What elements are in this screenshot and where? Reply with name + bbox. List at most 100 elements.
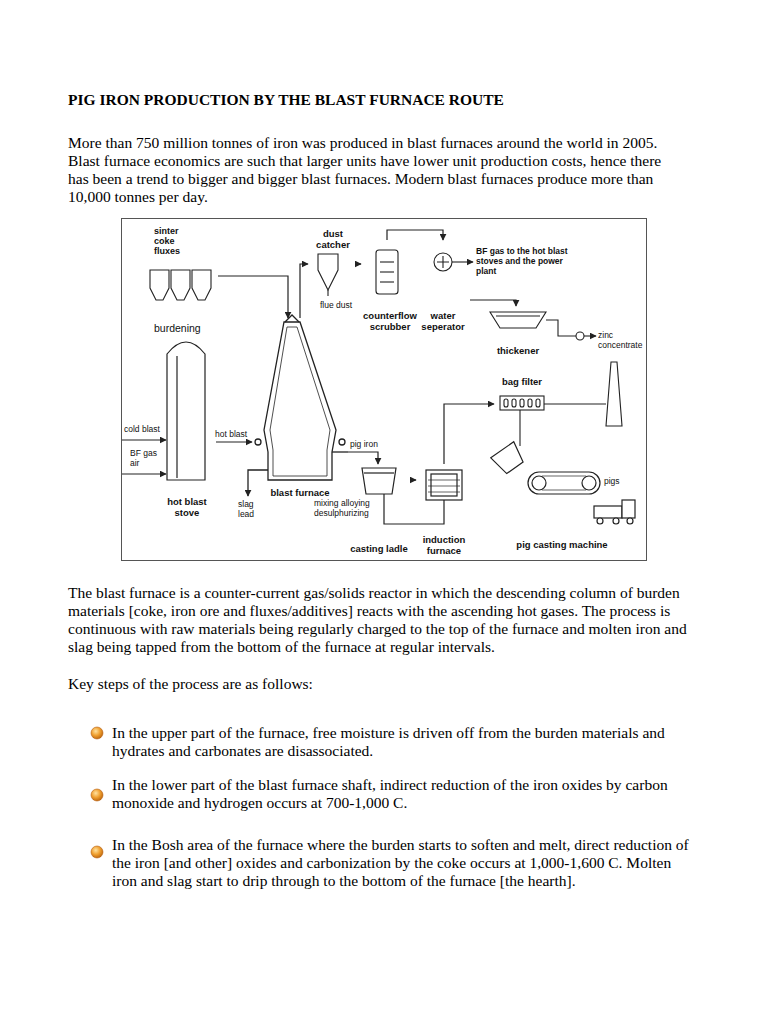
blast-furnace-shell-part — [264, 322, 336, 480]
equipment-node: pig casting machine — [486, 440, 638, 550]
pig-casting-machine-figure-part — [622, 500, 635, 518]
thickener-tank-part — [584, 335, 596, 336]
pig-casting-machine-figure-part — [528, 472, 600, 494]
hot-blast-stove-body-part — [122, 473, 166, 474]
bullet-icons-part — [91, 789, 103, 801]
pig-casting-machine-figure-part — [491, 442, 527, 476]
blast-furnace-shell-part — [332, 451, 348, 452]
scrubber-vessel-part — [380, 261, 394, 262]
flow-connector — [216, 441, 252, 442]
bullet-icons — [91, 727, 103, 858]
diagram-frame — [122, 219, 647, 561]
pig-casting-machine-figure-part — [542, 476, 586, 490]
blast-furnace-shell-part — [270, 327, 330, 476]
flow-connector — [218, 276, 288, 318]
induction-furnace-vessel-part — [431, 474, 457, 496]
equipment-node: counterflow scrubber — [361, 240, 419, 332]
stream-label: cold blast — [124, 424, 168, 434]
stream-label: flue dust — [314, 300, 358, 310]
blast-furnace-shell-part — [255, 439, 261, 445]
page-title: PIG IRON PRODUCTION BY THE BLAST FURNACE… — [68, 91, 504, 109]
chimney-stack — [606, 362, 622, 426]
induction-furnace-vessel — [426, 470, 462, 500]
water-separator — [434, 253, 473, 271]
chimney-stack-part — [606, 362, 622, 426]
pig-casting-machine-figure-part — [613, 518, 619, 524]
water-separator-part — [437, 256, 449, 268]
equipment-node: sinter coke fluxesburdening — [146, 226, 218, 334]
flow-connector — [470, 300, 516, 306]
flow-connector — [358, 263, 361, 264]
stream-label: slag lead — [238, 499, 262, 519]
equipment-node: dust catcher — [308, 228, 358, 292]
equipment-label: thickener — [497, 345, 539, 356]
equipment-node: blast furnace — [252, 318, 348, 498]
thickener-tank-part — [496, 315, 540, 316]
body-text: In the Bosh area of the furnace where th… — [112, 836, 692, 890]
casting-ladle-vessel-part — [364, 472, 394, 473]
equipment-label: induction furnace — [416, 534, 472, 556]
body-text: Key steps of the process are as follows: — [68, 675, 668, 693]
hot-blast-stove-body-part — [122, 439, 166, 440]
flow-connector — [348, 452, 378, 464]
blast-furnace-shell-part — [285, 315, 299, 322]
bag-filter-unit-part — [500, 396, 544, 410]
hot-blast-stove-body-part — [176, 356, 177, 478]
scrubber-vessel-part — [376, 250, 398, 294]
induction-furnace-vessel-part — [428, 480, 460, 492]
connector-label: hot blast — [214, 429, 248, 439]
dust-catcher-cyclone-part — [318, 254, 338, 290]
blast-furnace-shell — [248, 315, 348, 496]
bag-filter-unit-part — [519, 410, 520, 446]
hot-blast-stove-body-part — [167, 342, 205, 480]
pig-casting-machine-figure — [491, 442, 635, 524]
bag-filter-unit-part — [536, 399, 540, 407]
equipment-node: hot blast stove — [158, 334, 216, 518]
bag-filter-unit-part — [528, 399, 532, 407]
stream-label: BF gas air — [130, 448, 162, 468]
bag-filter-unit-part — [544, 403, 606, 404]
thickener-tank-part — [576, 332, 584, 340]
body-text: More than 750 million tonnes of iron was… — [68, 134, 678, 206]
equipment-label: burdening — [154, 323, 201, 334]
flow-connector — [444, 404, 494, 464]
blast-furnace-shell-part — [339, 439, 345, 445]
water-separator-part — [452, 261, 473, 262]
stream-label: zinc concentrate — [598, 330, 644, 350]
flow-connector — [387, 230, 443, 240]
scrubber-vessel-part — [380, 271, 394, 272]
burden-bins-part — [150, 270, 169, 300]
bullet-icons-part — [91, 846, 103, 858]
equipment-node: bag filter — [494, 376, 550, 416]
pig-casting-machine-figure-part — [532, 476, 546, 490]
pig-casting-machine-figure-part — [582, 476, 596, 490]
equipment-label: pig casting machine — [516, 539, 607, 550]
equipment-label: dust catcher — [308, 228, 358, 250]
equipment-label: bag filter — [502, 376, 542, 387]
body-text: In the lower part of the blast furnace s… — [112, 776, 692, 812]
equipment-label: water seperator — [416, 310, 470, 332]
flow-connector — [410, 479, 416, 480]
hot-blast-stove-body — [122, 342, 205, 480]
equipment-node: water seperator — [416, 240, 470, 332]
burden-bins-part — [171, 270, 190, 300]
burden-bins-part — [192, 270, 211, 300]
equipment-label: casting ladle — [350, 543, 408, 554]
diagram-frame-part — [122, 219, 647, 561]
stream-label: pigs — [604, 476, 632, 486]
stream-label: BF gas to the hot blast stoves and the p… — [476, 246, 568, 276]
equipment-node: induction furnace — [416, 464, 472, 556]
bag-filter-unit — [500, 396, 606, 446]
body-text: The blast furnace is a counter-current g… — [68, 584, 708, 656]
scrubber-vessel — [376, 250, 398, 294]
bullet-icons-part — [91, 727, 103, 739]
stream-label: mixing alloying desulphurizing — [314, 498, 376, 518]
equipment-label: blast furnace — [270, 487, 329, 498]
casting-ladle-vessel-part — [362, 468, 396, 494]
thickener-tank-part — [490, 312, 546, 328]
thickener-tank-part — [546, 320, 576, 336]
pig-casting-machine-figure-part-part — [491, 442, 527, 476]
pig-casting-machine-figure-part — [597, 518, 603, 524]
thickener-tank — [490, 312, 596, 340]
